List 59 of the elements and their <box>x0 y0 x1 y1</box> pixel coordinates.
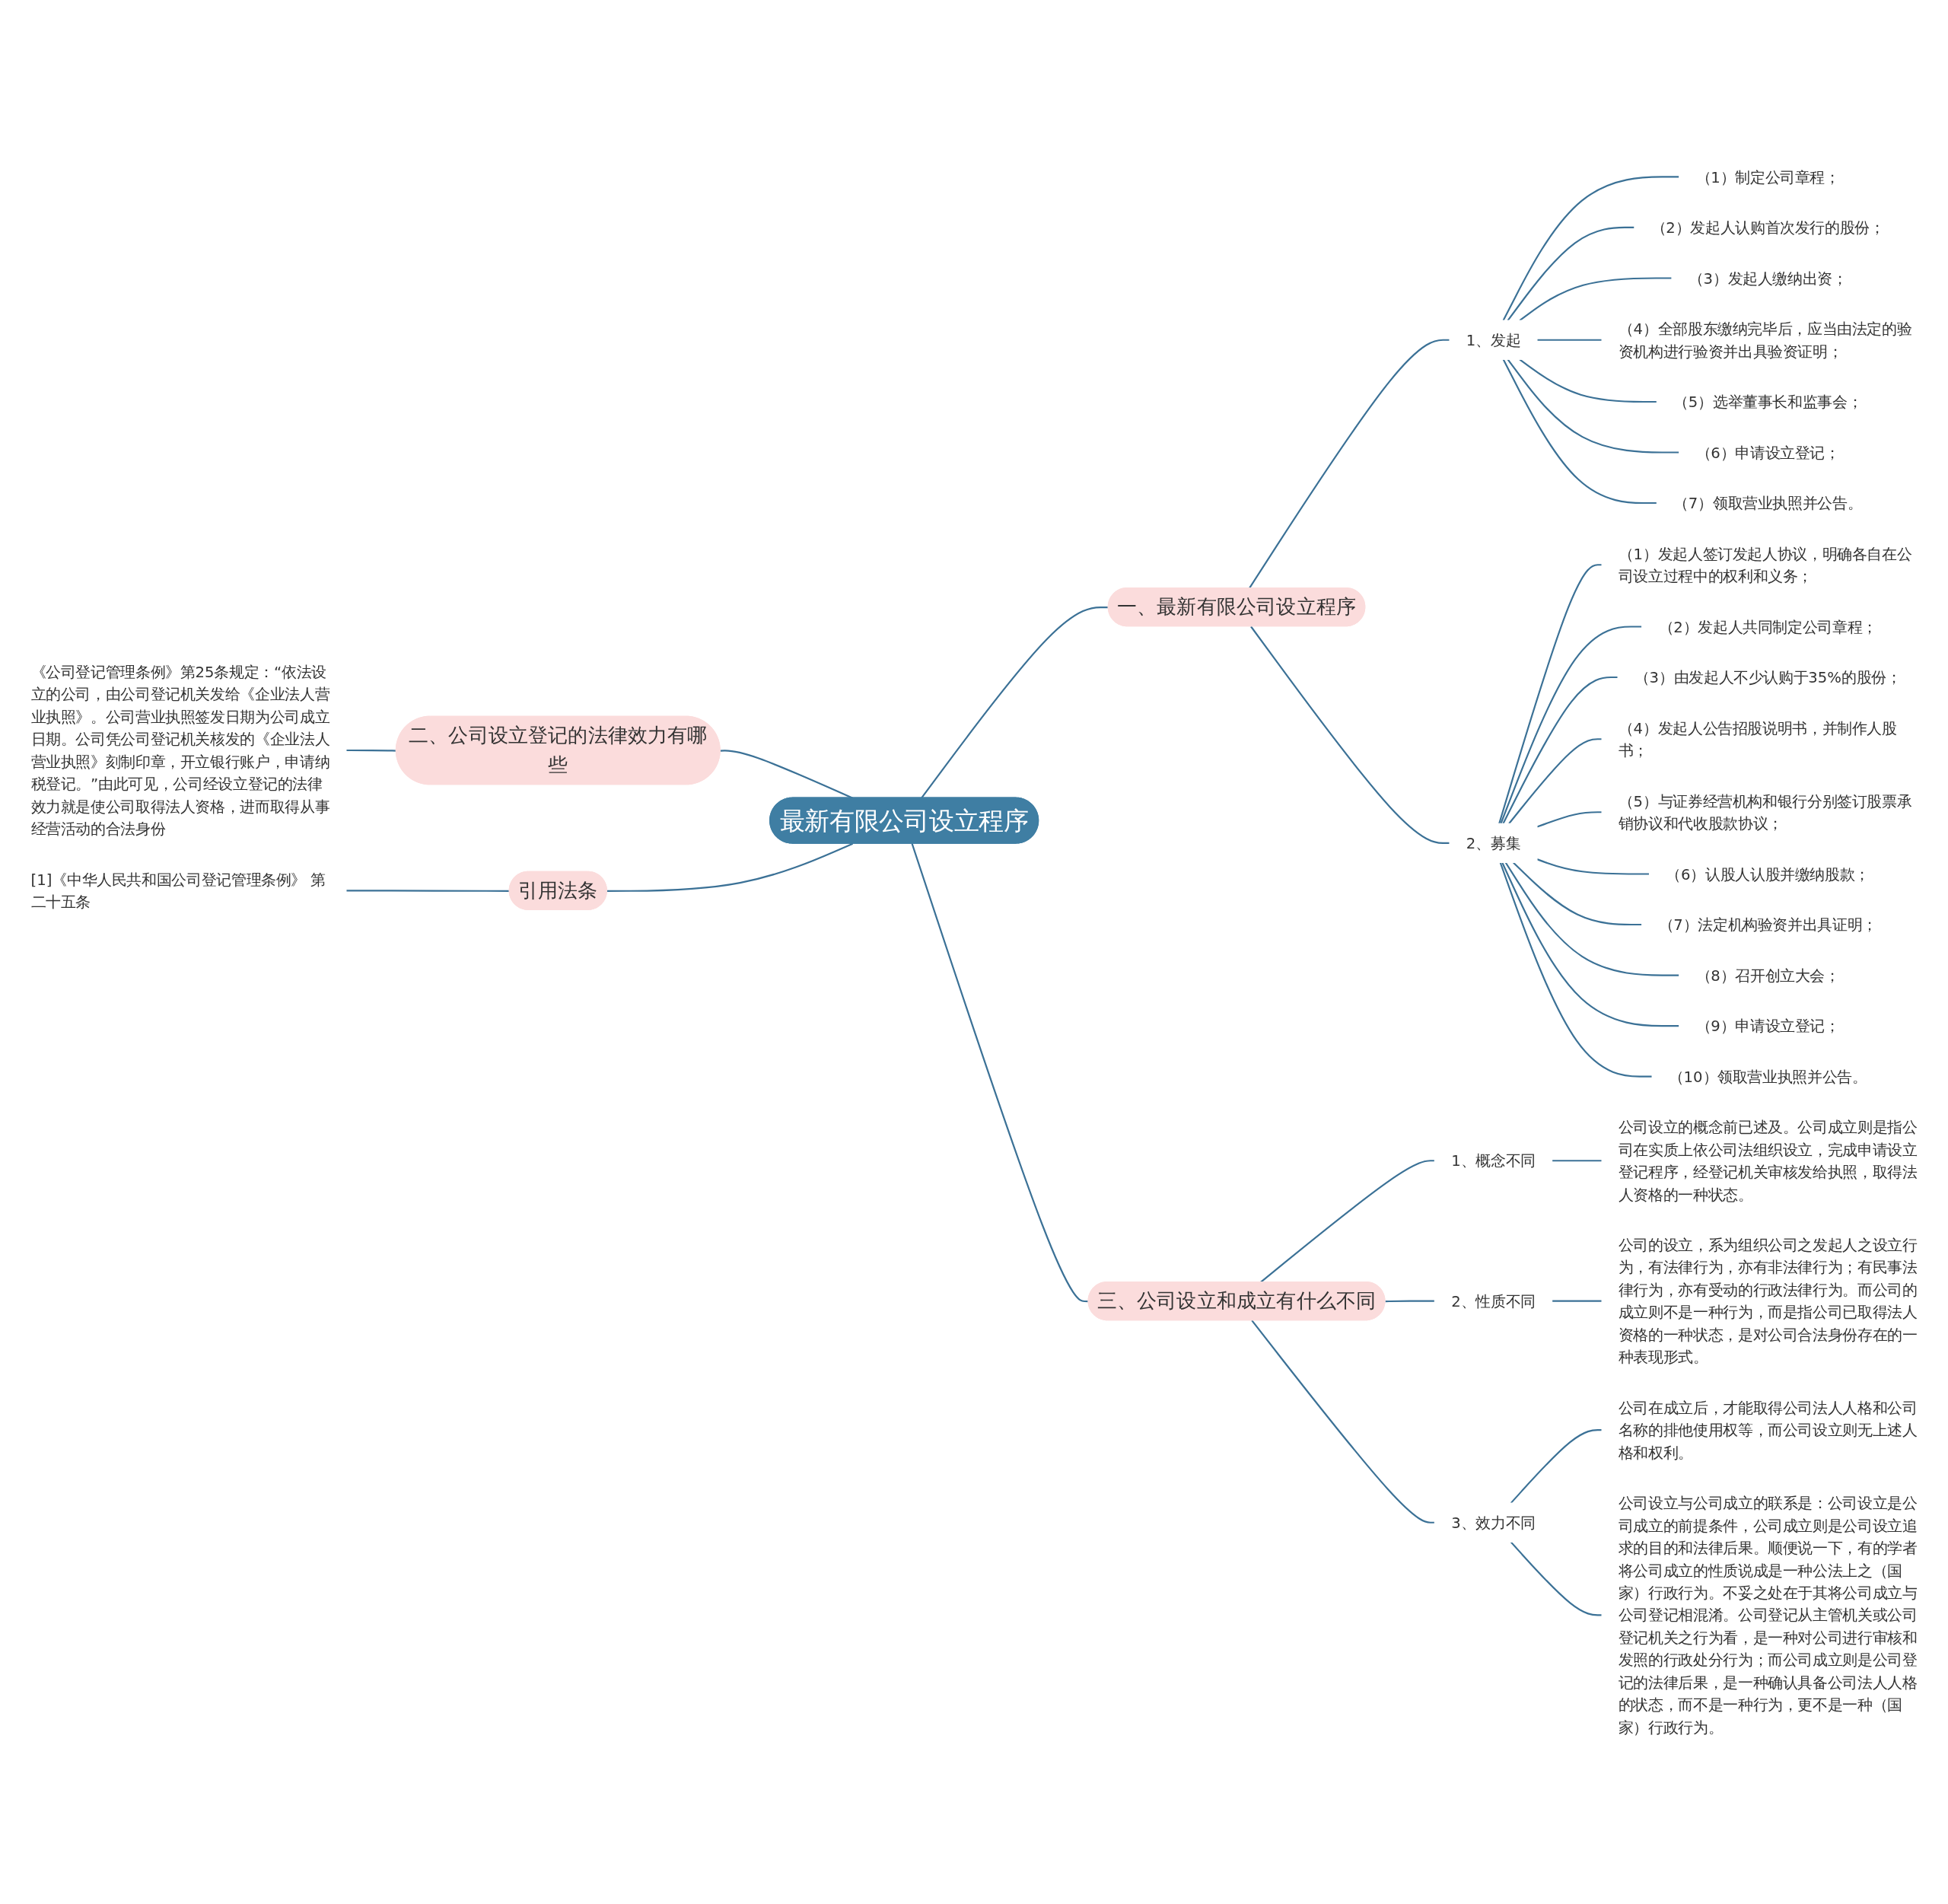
node-text: （6）申请设立登记； <box>1695 444 1840 461</box>
node-text: （7）法定机构验资并出具证明； <box>1658 915 1877 934</box>
connector <box>1519 277 1672 321</box>
connector <box>1536 811 1603 828</box>
connector <box>1504 861 1679 976</box>
node-text: 公司在成立后，才能取得公司法人人格和公司名称的排他使用权等，而公司设立则无上述人格和权利。 <box>1618 1399 1918 1462</box>
connector <box>1251 1320 1435 1524</box>
node-text: （4）发起人公告招股说明书，并制作人股书； <box>1618 719 1897 759</box>
connector <box>1513 861 1642 926</box>
node-text: （8）召开创立大会； <box>1695 966 1840 984</box>
node-text: （1）制定公司章程； <box>1695 167 1840 186</box>
node-text: （2）发起人共同制定公司章程； <box>1658 618 1877 635</box>
node-text: （4）全部股东缴纳完毕后，应当由法定的验资机构进行验资并出具验资证明； <box>1618 320 1912 360</box>
node-text: 2、性质不同 <box>1451 1292 1536 1310</box>
connector <box>1510 1541 1603 1616</box>
node-text: （9）申请设立登记； <box>1695 1017 1840 1035</box>
node-text: （6）认股人认股并缴纳股款； <box>1666 865 1870 883</box>
connector <box>1552 1160 1603 1162</box>
node-text: 1、发起 <box>1466 331 1521 349</box>
node-text: （7）领取营业执照并公告。 <box>1673 494 1863 512</box>
connector <box>1498 564 1603 824</box>
connector <box>911 843 1089 1303</box>
connector <box>1259 1160 1435 1283</box>
connector <box>1507 226 1634 321</box>
node-text: [1]《中华人民共和国公司登记管理条例》 第二十五条 <box>30 871 326 911</box>
connector <box>1385 1300 1435 1303</box>
connector <box>1501 862 1679 1027</box>
node-text: 公司设立与公司成立的联系是：公司设立是公司成立的前提条件，公司成立则是公司设立追求的目的和法律后果。顺便说一下，有的学者将公司成立的性质说成是一种公法上之（国家）行政行为。不妥之处在于其将公司成立与公司登记相混淆。公司登记从主管机关或公司登记机关之行为看，是一种对公司进行审核和发照的行政处分行为；而公司成立则是公司登记的法律后果，是一种确认具备公司法人人格的状态，而不是一种行为，更不是一种（国家）行政行为。 <box>1618 1494 1918 1737</box>
connector <box>606 842 854 892</box>
connector <box>1507 358 1679 454</box>
connector <box>1502 358 1657 505</box>
node-text: 1、概念不同 <box>1451 1151 1536 1170</box>
node-text: （5）选举董事长和监事会； <box>1673 393 1863 411</box>
node-text: （1）发起人签订发起人协议，明确各自在公司设立过程中的权利和义务； <box>1618 545 1912 585</box>
node-text: 公司设立的概念前已述及。公司成立则是指公司在实质上依公司法组织设立，完成申请设立登记程序，经登记机关审核发给执照，取得法人资格的一种状态。 <box>1618 1118 1918 1203</box>
connector <box>1536 858 1650 875</box>
connector <box>1499 862 1653 1078</box>
connector <box>1502 676 1619 824</box>
connector <box>1500 626 1642 824</box>
node-text: （5）与证券经营机构和银行分别签订股票承销协议和代收股款协议； <box>1618 792 1912 833</box>
connector <box>720 750 854 799</box>
connector <box>1508 738 1603 824</box>
node-text: （2）发起人认购首次发行的股份； <box>1650 218 1885 237</box>
node-text: （10）领取营业执照并公告。 <box>1668 1068 1867 1086</box>
connector <box>345 890 510 892</box>
node-text: 公司的设立，系为组织公司之发起人之设立行为，有法律行为，亦有非法律行为；有民事法律行为，亦有受动的行政法律行为。而公司的成立则不是一种行为，而是指公司已取得法人资格的一种状态，是对公司合法身份存在的一种表现形式。 <box>1618 1236 1918 1366</box>
connector <box>345 749 396 752</box>
node-text: 《公司登记管理条例》第25条规定：“依法设立的公司，由公司登记机关发给《企业法人营业执照》。公司营业执照签发日期为公司成立日期。公司凭公司登记机关核发的《企业法人营业执照》刻制印章，开立银行账户，申请纳税登记。”由此可见，公司经设立登记的法律效力就是使公司取得法人资格，进而取得从事经营活动的合法身份 <box>30 663 330 838</box>
connector <box>1552 1300 1603 1302</box>
connector <box>1510 1429 1603 1504</box>
node-text: （3）发起人缴纳出资； <box>1688 269 1848 287</box>
connector <box>1248 339 1450 589</box>
connector <box>1537 339 1603 341</box>
node-text: （3）由发起人不少认购于35%的股份； <box>1634 668 1902 686</box>
connector <box>1502 176 1679 321</box>
connector <box>1519 358 1657 403</box>
node-text: 3、效力不同 <box>1451 1514 1536 1532</box>
connector <box>1250 626 1450 844</box>
connector <box>921 606 1109 799</box>
